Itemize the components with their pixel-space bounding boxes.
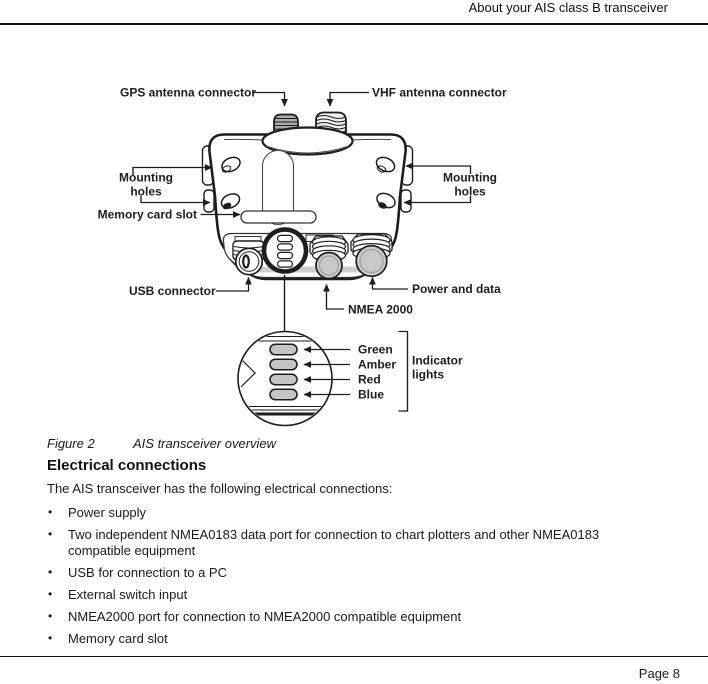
page-number: Page 8	[638, 666, 680, 681]
centre-channel	[261, 149, 295, 226]
power-data-connector-shape	[350, 233, 393, 278]
gps-antenna-label: GPS antenna connector	[120, 86, 256, 100]
mounting-holes-left-label-2: holes	[130, 185, 162, 199]
mounting-hole-bottom-left	[220, 193, 241, 210]
list-item: Power supply	[47, 505, 653, 521]
power-data-label: Power and data	[412, 282, 501, 296]
usb-leader	[216, 276, 252, 292]
indicator-lights-label-1: Indicator	[412, 354, 463, 368]
electrical-connections-list: Power supply Two independent NMEA0183 da…	[47, 505, 653, 653]
list-item: External switch input	[47, 587, 653, 603]
led-pill-red	[269, 373, 298, 386]
usb-connector-label: USB connector	[129, 284, 216, 298]
mounting-holes-right-label-1: Mounting	[443, 171, 497, 185]
indicator-lights-label-2: lights	[412, 368, 444, 382]
bay-shadow-band	[247, 266, 369, 273]
mount-right-bottom-leader	[403, 196, 472, 206]
nmea2000-label: NMEA 2000	[348, 303, 413, 317]
led-red-label: Red	[358, 373, 381, 387]
nmea-leader	[323, 283, 344, 310]
ais-transceiver-diagram: GPS antenna connector VHF antenna connec…	[98, 86, 507, 427]
figure-caption: Figure 2 AIS transceiver overview	[47, 436, 276, 451]
usb-connector-shape	[232, 240, 265, 276]
led-pill-amber	[269, 358, 298, 371]
mount-left-bottom-leader	[140, 196, 211, 206]
led-amber-label: Amber	[358, 358, 396, 372]
figure-caption-label: Figure 2	[47, 436, 95, 451]
footer-rule	[0, 655, 708, 658]
nmea2000-connector-shape	[309, 235, 349, 280]
list-item: Memory card slot	[47, 631, 653, 647]
indicator-bracket	[398, 330, 409, 412]
vhf-antenna-label: VHF antenna connector	[372, 86, 507, 100]
mount-right-top-leader	[405, 162, 472, 174]
top-capsule	[261, 126, 354, 156]
memory-card-slot-label: Memory card slot	[98, 208, 197, 222]
mounting-hole-top-left	[221, 156, 241, 173]
led-green-label: Green	[358, 343, 393, 357]
led-blue-label: Blue	[358, 388, 384, 402]
list-item: Two independent NMEA0183 data port for c…	[47, 527, 653, 558]
list-item: NMEA2000 port for connection to NMEA2000…	[47, 609, 653, 625]
mounting-hole-top-right	[375, 156, 396, 173]
mounting-holes-left-label-1: Mounting	[119, 171, 173, 185]
intro-paragraph: The AIS transceiver has the following el…	[47, 481, 393, 496]
figure-caption-title: AIS transceiver overview	[133, 436, 277, 451]
indicator-window	[261, 227, 309, 274]
section-heading: Electrical connections	[47, 457, 207, 474]
leader-lines	[132, 91, 472, 412]
vhf-leader	[326, 91, 369, 107]
page-header-title: About your AIS class B transceiver	[468, 0, 668, 15]
list-item: USB for connection to a PC	[47, 565, 653, 581]
mounting-hole-bottom-right	[376, 192, 396, 209]
led-pill-green	[269, 343, 298, 356]
indicator-detail-circle	[237, 330, 333, 427]
led-pills	[269, 343, 298, 401]
power-leader	[369, 276, 408, 290]
gps-leader	[252, 91, 288, 107]
mounting-holes-right-label-2: holes	[454, 185, 486, 199]
header-rule	[0, 23, 708, 25]
memory-card-slot-shape	[240, 210, 317, 224]
led-pill-blue	[269, 388, 298, 401]
mount-left-top-leader	[132, 164, 213, 175]
